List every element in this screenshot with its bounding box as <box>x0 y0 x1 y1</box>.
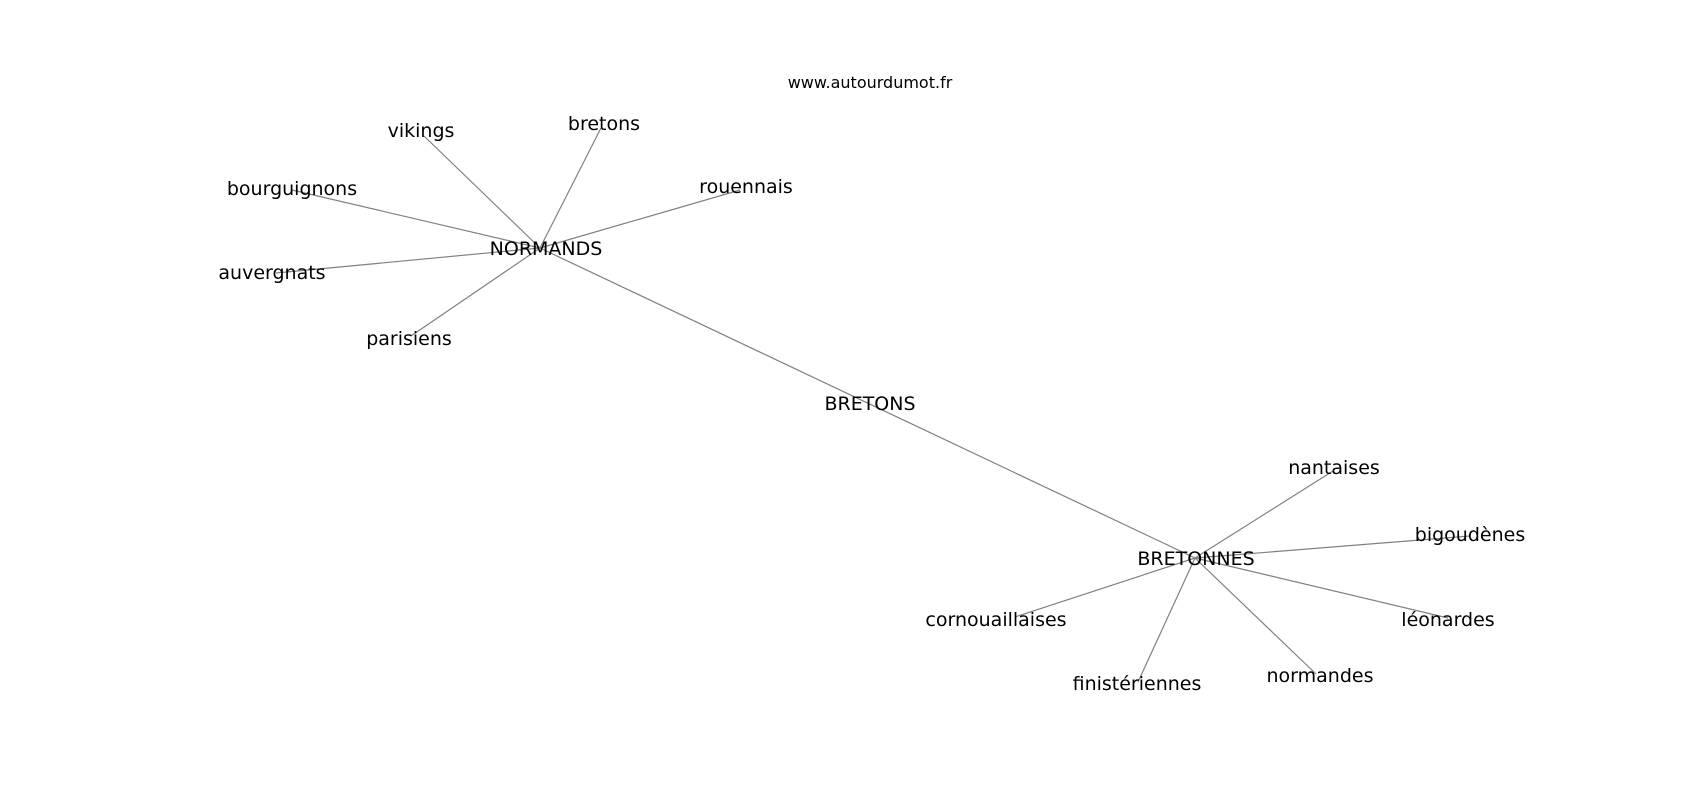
node-label-nantaises[interactable]: nantaises <box>1288 457 1380 479</box>
watermark-text: www.autourdumot.fr <box>788 73 953 92</box>
edge-normands-bretons <box>539 127 602 249</box>
edge-bretonnes-leonardes <box>1194 557 1449 619</box>
edge-normands-vikings <box>423 135 541 249</box>
node-label-normands[interactable]: NORMANDS <box>490 238 603 260</box>
node-label-bigoudenes[interactable]: bigoudènes <box>1415 524 1525 546</box>
edge-normands-bourguignons <box>291 189 541 249</box>
edge-bretonnes-finisteriennes <box>1137 557 1196 683</box>
labels-layer: BRETONS NORMANDS BRETONNES vikings bretons bo… <box>218 113 1525 695</box>
node-label-center[interactable]: BRETONS <box>824 393 915 415</box>
node-label-bretonnes[interactable]: BRETONNES <box>1137 548 1254 570</box>
node-label-finisteriennes[interactable]: finistériennes <box>1073 673 1202 695</box>
edge-bretonnes-normandes <box>1194 557 1317 675</box>
edge-normands-bretonnes <box>539 247 1196 559</box>
node-label-auvergnats[interactable]: auvergnats <box>218 262 325 284</box>
edge-bretonnes-nantaises <box>1194 470 1334 559</box>
node-label-cornouaillaises[interactable]: cornouaillaises <box>925 609 1066 631</box>
edge-bretonnes-bigoudenes <box>1194 535 1471 559</box>
node-label-rouennais[interactable]: rouennais <box>699 176 793 198</box>
node-label-bretons[interactable]: bretons <box>568 113 640 135</box>
node-label-normandes[interactable]: normandes <box>1267 665 1374 687</box>
edges-layer <box>275 127 1471 683</box>
node-label-leonardes[interactable]: léonardes <box>1401 609 1494 631</box>
edge-normands-parisiens <box>410 247 541 337</box>
node-label-bourguignons[interactable]: bourguignons <box>227 178 357 200</box>
edge-bretonnes-cornouaillaises <box>1014 557 1196 618</box>
edge-normands-rouennais <box>539 189 741 249</box>
edge-normands-auvergnats <box>275 247 541 274</box>
node-label-parisiens[interactable]: parisiens <box>366 328 452 350</box>
node-label-vikings[interactable]: vikings <box>388 120 455 142</box>
